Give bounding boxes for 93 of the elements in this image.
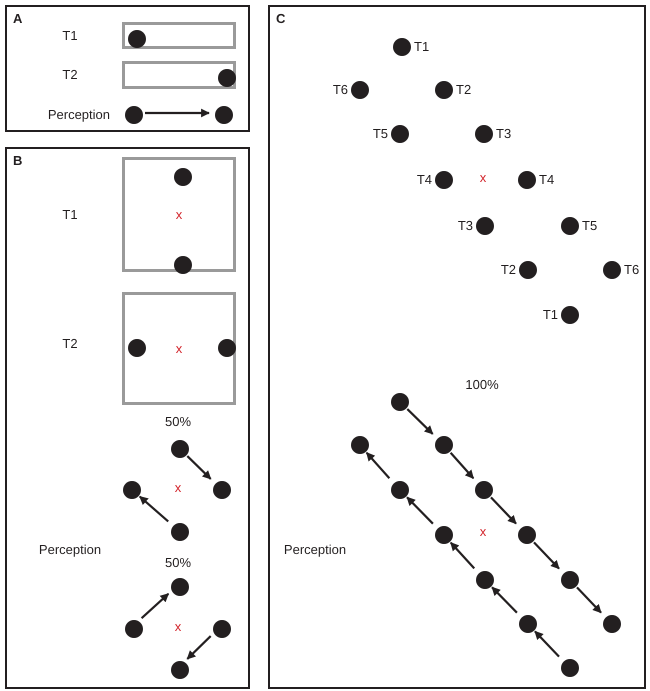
dot bbox=[174, 168, 192, 186]
dot bbox=[435, 526, 453, 544]
dot bbox=[603, 615, 621, 633]
dot bbox=[128, 30, 146, 48]
panel-letter: C bbox=[276, 11, 286, 27]
time-label: T5 bbox=[372, 126, 388, 142]
fixation-mark: x bbox=[174, 619, 182, 635]
time-label: T6 bbox=[332, 82, 348, 98]
panel bbox=[5, 147, 250, 689]
dot bbox=[213, 620, 231, 638]
dot bbox=[391, 125, 409, 143]
stimulus-frame bbox=[122, 22, 236, 49]
dot bbox=[475, 125, 493, 143]
dot bbox=[518, 526, 536, 544]
dot bbox=[561, 217, 579, 235]
dot bbox=[393, 38, 411, 56]
arrow bbox=[366, 452, 390, 480]
arrow bbox=[186, 455, 212, 480]
arrow bbox=[406, 408, 434, 435]
dot bbox=[171, 661, 189, 679]
percent-label: 50% bbox=[164, 414, 192, 430]
arrow bbox=[450, 542, 476, 570]
panel bbox=[268, 5, 646, 689]
time-label: T5 bbox=[582, 218, 598, 234]
percent-label: 50% bbox=[164, 555, 192, 571]
stimulus-frame bbox=[122, 292, 236, 405]
arrow bbox=[186, 635, 212, 660]
dot bbox=[518, 171, 536, 189]
panel-letter: B bbox=[13, 153, 22, 169]
dot bbox=[213, 481, 231, 499]
dot bbox=[561, 659, 579, 677]
stimulus-frame bbox=[122, 157, 236, 272]
dot bbox=[128, 339, 146, 357]
fixation-mark: x bbox=[176, 340, 182, 356]
arrow bbox=[140, 592, 170, 620]
dot bbox=[561, 306, 579, 324]
time-label: T6 bbox=[624, 262, 640, 278]
time-label: T2 bbox=[500, 262, 516, 278]
time-label: T1 bbox=[542, 307, 558, 323]
time-label: T2 bbox=[456, 82, 472, 98]
dot bbox=[351, 81, 369, 99]
dot bbox=[218, 69, 236, 87]
arrow bbox=[406, 496, 434, 524]
fixation-mark: x bbox=[174, 480, 182, 496]
stimulus-frame bbox=[122, 61, 236, 89]
panel bbox=[5, 5, 250, 132]
arrow bbox=[139, 496, 169, 522]
row-label: Perception bbox=[38, 542, 102, 558]
arrow bbox=[534, 630, 560, 658]
dot bbox=[561, 571, 579, 589]
time-label: T2 bbox=[62, 67, 78, 83]
dot bbox=[476, 217, 494, 235]
time-label: T1 bbox=[62, 28, 78, 44]
panel-letter: A bbox=[13, 11, 22, 27]
time-label: T3 bbox=[458, 218, 473, 234]
time-label: T3 bbox=[496, 126, 512, 142]
dot bbox=[171, 523, 189, 541]
fixation-mark: x bbox=[176, 206, 182, 222]
dot bbox=[435, 171, 453, 189]
dot bbox=[435, 436, 453, 454]
dot bbox=[603, 261, 621, 279]
arrow bbox=[491, 586, 518, 614]
arrow bbox=[145, 108, 210, 118]
dot bbox=[125, 106, 143, 124]
dot bbox=[435, 81, 453, 99]
dot bbox=[519, 261, 537, 279]
dot bbox=[476, 571, 494, 589]
arrow bbox=[450, 452, 474, 480]
time-label: T4 bbox=[539, 172, 554, 188]
row-label: Perception bbox=[48, 107, 110, 123]
dot bbox=[171, 578, 189, 596]
dot bbox=[391, 393, 409, 411]
percent-label: 100% bbox=[465, 377, 499, 393]
time-label: T1 bbox=[414, 39, 430, 55]
dot bbox=[171, 440, 189, 458]
dot bbox=[391, 481, 409, 499]
fixation-mark: x bbox=[480, 524, 486, 540]
time-label: T2 bbox=[62, 336, 78, 352]
time-label: T1 bbox=[62, 207, 78, 223]
arrow bbox=[490, 496, 517, 524]
dot bbox=[475, 481, 493, 499]
dot bbox=[123, 481, 141, 499]
arrow bbox=[576, 586, 602, 614]
dot bbox=[218, 339, 236, 357]
arrow bbox=[533, 542, 560, 570]
fixation-mark: x bbox=[480, 170, 486, 186]
dot bbox=[174, 256, 192, 274]
dot bbox=[125, 620, 143, 638]
dot bbox=[351, 436, 369, 454]
time-label: T4 bbox=[416, 172, 432, 188]
dot bbox=[215, 106, 233, 124]
dot bbox=[519, 615, 537, 633]
row-label: Perception bbox=[284, 542, 346, 558]
